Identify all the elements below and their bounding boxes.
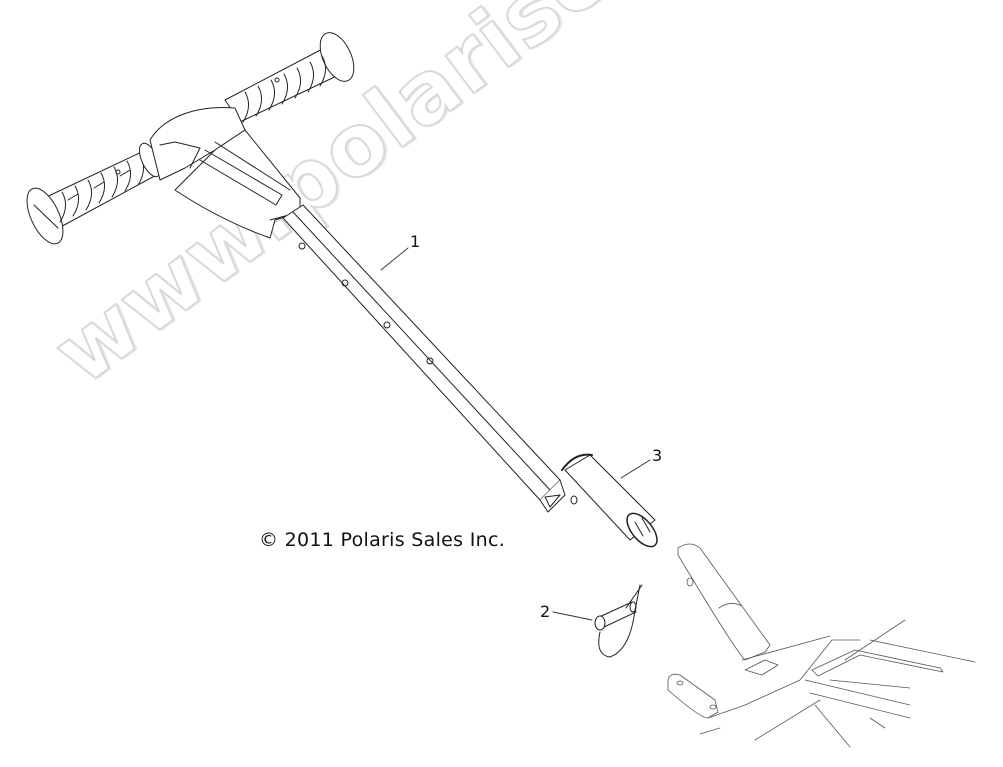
callout-1: 1 — [410, 232, 421, 251]
leader-lines — [380, 247, 651, 621]
handle-shaft — [282, 204, 566, 513]
part-3-sleeve — [561, 453, 658, 548]
part-1-t-handle — [26, 32, 566, 513]
handle-hub — [149, 107, 301, 239]
left-grip — [26, 142, 163, 245]
callout-3: 3 — [652, 446, 663, 465]
copyright-notice: © 2011 Polaris Sales Inc. — [259, 529, 506, 551]
callout-2: 2 — [540, 602, 551, 621]
vehicle-mount — [667, 543, 976, 748]
right-grip — [224, 32, 355, 123]
leader-line-1 — [380, 247, 409, 271]
leader-line-2 — [552, 611, 593, 621]
part-2-lynch-pin — [594, 584, 643, 658]
leader-line-3 — [620, 459, 651, 479]
